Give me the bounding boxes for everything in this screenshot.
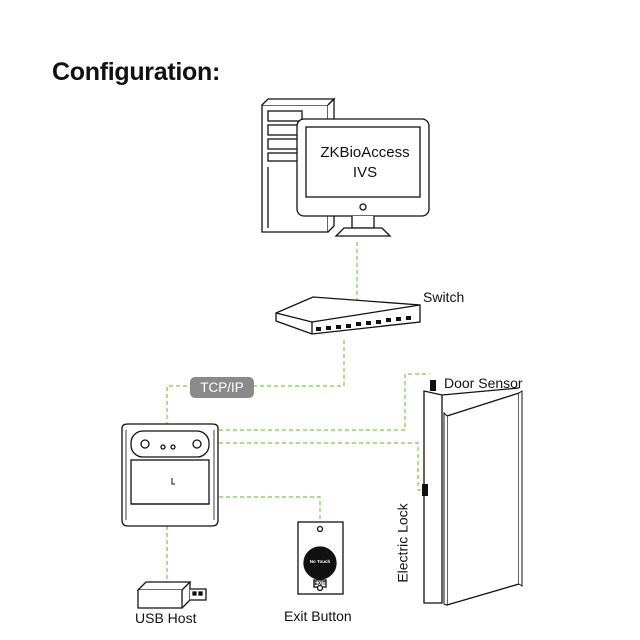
switch-to-terminal-line: [166, 340, 345, 425]
electric-lock-label: Electric Lock: [394, 503, 411, 583]
network-switch: [275, 296, 421, 335]
exit-button-device: [297, 521, 344, 595]
exit-button-label: Exit Button: [284, 608, 352, 624]
electric-lock-device: [422, 484, 428, 496]
software-name-line1: ZKBioAccess: [320, 144, 410, 161]
door: [423, 387, 523, 606]
monitor: [296, 118, 430, 237]
page-title: Configuration:: [52, 58, 220, 86]
connection-lines: [166, 242, 430, 586]
door-sensor-device: [430, 380, 436, 391]
switch-label: Switch: [423, 289, 465, 305]
software-name: ZKBioAccess IVS: [306, 143, 424, 183]
exit-button-line: [212, 496, 321, 522]
switch-ports: [316, 316, 411, 331]
tcp-ip-badge: TCP/IP: [190, 377, 254, 398]
usb-host-device: [136, 581, 207, 609]
software-name-line2: IVS: [352, 164, 378, 181]
no-touch-text: No Touch: [309, 559, 331, 564]
door-sensor-line: [212, 373, 430, 431]
electric-lock-line: [212, 442, 424, 491]
access-terminal: [121, 423, 219, 527]
door-sensor-label: Door Sensor: [444, 375, 523, 391]
exit-text: EXIT: [314, 581, 326, 587]
usb-host-label: USB Host: [135, 610, 197, 626]
